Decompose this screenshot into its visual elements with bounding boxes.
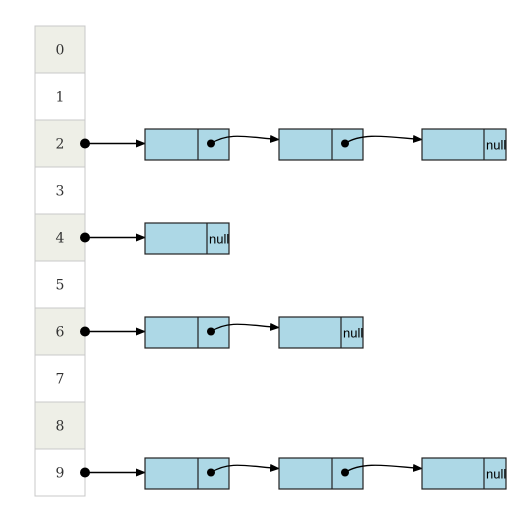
bucket-cell (34, 166, 86, 215)
chain-bucket-2: null (80, 128, 507, 161)
chain-bucket-9: null (80, 457, 507, 490)
bucket-index-label: 6 (56, 325, 65, 341)
bucket-3: 3 (34, 166, 86, 215)
list-node (278, 128, 423, 161)
node-box (144, 457, 230, 490)
bucket-9: 9 (34, 448, 86, 497)
null-pointer-label: null (486, 138, 506, 153)
chain-bucket-4: null (80, 222, 230, 255)
null-pointer-label: null (486, 467, 506, 482)
list-node (144, 316, 280, 349)
node-box (278, 316, 364, 349)
list-node: null (421, 128, 507, 161)
bucket-cell (34, 354, 86, 403)
node-box (421, 128, 507, 161)
bucket-index-label: 8 (56, 419, 65, 435)
list-node (144, 457, 280, 490)
bucket-cell (34, 25, 86, 74)
bucket-index-label: 4 (56, 231, 65, 247)
node-box (278, 128, 364, 161)
bucket-cell (34, 119, 86, 168)
node-box (421, 457, 507, 490)
next-pointer-arrow (210, 322, 280, 333)
bucket-6: 6 (34, 307, 86, 356)
bucket-7: 7 (34, 354, 86, 403)
node-box (278, 457, 364, 490)
bucket-index-label: 2 (56, 137, 65, 153)
null-pointer-label: null (209, 232, 229, 247)
bucket-index-label: 5 (56, 278, 65, 294)
bucket-8: 8 (34, 401, 86, 450)
next-pointer-arrow (344, 463, 423, 474)
bucket-cell (34, 72, 86, 121)
list-node: null (144, 222, 230, 255)
list-node (144, 128, 280, 161)
bucket-index-label: 7 (56, 372, 65, 388)
null-pointer-label: null (343, 326, 363, 341)
next-pointer-arrow (210, 134, 280, 145)
node-box (144, 128, 230, 161)
next-pointer-arrow (344, 134, 423, 145)
node-box (144, 222, 230, 255)
bucket-1: 1 (34, 72, 86, 121)
node-box (144, 316, 230, 349)
bucket-index-label: 0 (56, 43, 65, 59)
next-pointer-arrow (210, 463, 280, 474)
bucket-4: 4 (34, 213, 86, 262)
chain-bucket-6: null (80, 316, 364, 349)
list-node: null (421, 457, 507, 490)
bucket-5: 5 (34, 260, 86, 309)
bucket-2: 2 (34, 119, 86, 168)
bucket-index-label: 9 (56, 466, 65, 482)
bucket-index-label: 3 (56, 184, 65, 200)
bucket-cell (34, 448, 86, 497)
bucket-array: 0 1 2 3 4 5 6 7 8 9 (34, 25, 86, 497)
bucket-index-label: 1 (56, 90, 65, 106)
linked-lists: null null null null (80, 128, 507, 490)
bucket-0: 0 (34, 25, 86, 74)
list-node: null (278, 316, 364, 349)
list-node (278, 457, 423, 490)
bucket-cell (34, 260, 86, 309)
